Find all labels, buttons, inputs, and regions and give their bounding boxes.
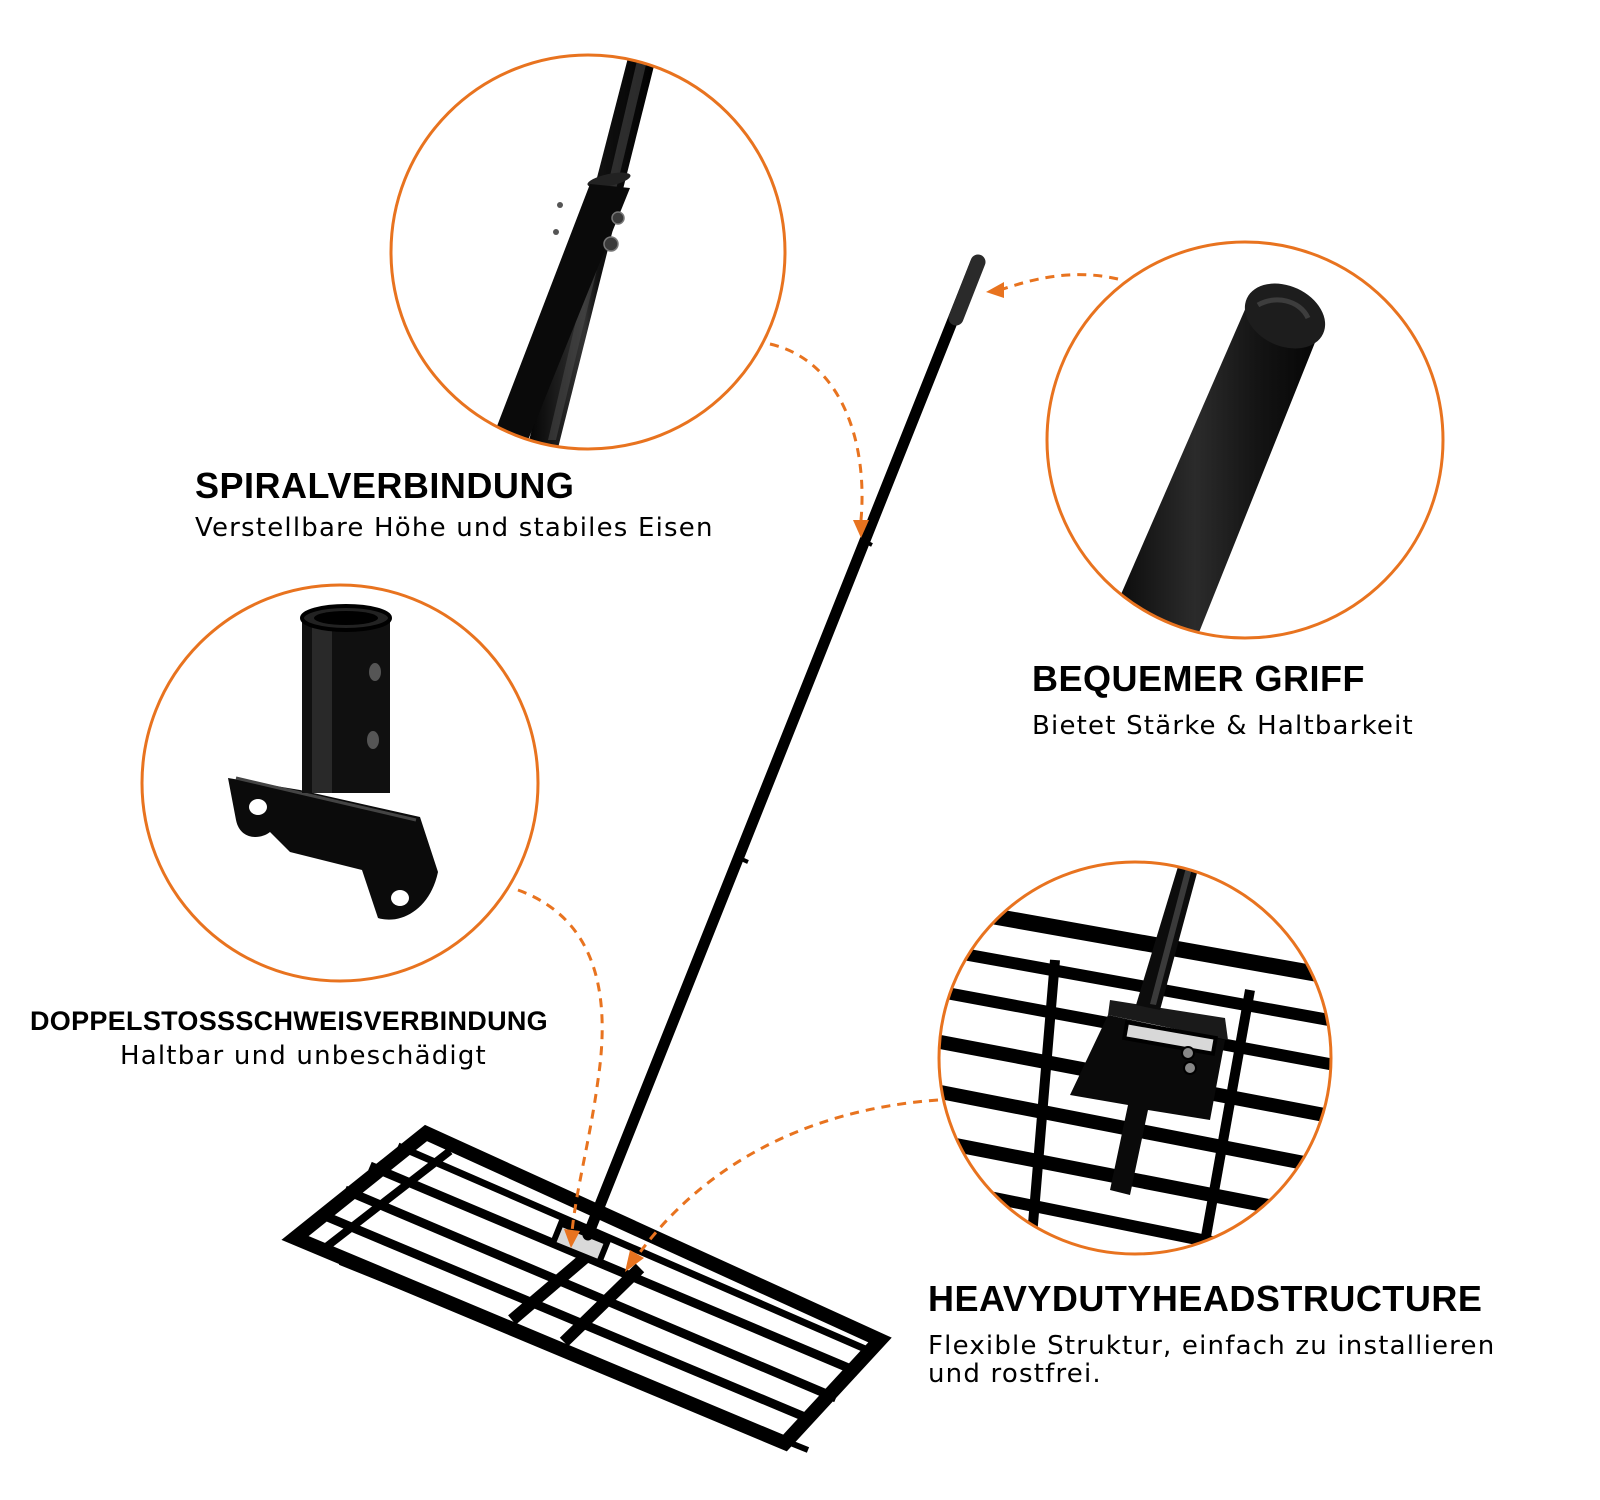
head-subtitle-line1: Flexible Struktur, einfach zu installier…	[928, 1331, 1496, 1361]
spiral-closeup-ring	[389, 53, 787, 451]
spiral-closeup	[391, 55, 785, 449]
arrow-grip	[999, 273, 1119, 292]
head-closeup-ring	[937, 860, 1333, 1256]
grip-closeup-ring	[1045, 240, 1445, 640]
grip-title: BEQUEMER GRIFF	[1032, 658, 1366, 699]
weld-subtitle: Haltbar und unbeschädigt	[120, 1041, 487, 1071]
rake-pole	[582, 254, 986, 1241]
grip-closeup	[1047, 242, 1443, 638]
arrow-weld-head	[564, 1229, 580, 1248]
weld-closeup	[142, 585, 538, 981]
weld-closeup-ring	[140, 583, 540, 983]
arrow-spiral	[769, 342, 864, 521]
head-subtitle-line2: und rostfrei.	[928, 1359, 1102, 1389]
arrow-head	[636, 1098, 939, 1256]
arrow-head-head	[625, 1250, 644, 1272]
spiral-subtitle: Verstellbare Höhe und stabiles Eisen	[195, 513, 714, 543]
spiral-title: SPIRALVERBINDUNG	[195, 465, 575, 506]
head-title: HEAVYDUTYHEADSTRUCTURE	[928, 1278, 1483, 1319]
arrow-spiral-head	[853, 520, 869, 538]
arrow-weld	[517, 888, 604, 1233]
arrow-grip-head	[986, 282, 1004, 298]
rake-head-frame	[281, 1124, 892, 1453]
head-closeup	[939, 862, 1331, 1254]
weld-title: DOPPELSTOSSSCHWEISVERBINDUNG	[30, 1006, 548, 1036]
grip-subtitle: Bietet Stärke & Haltbarkeit	[1032, 711, 1414, 741]
